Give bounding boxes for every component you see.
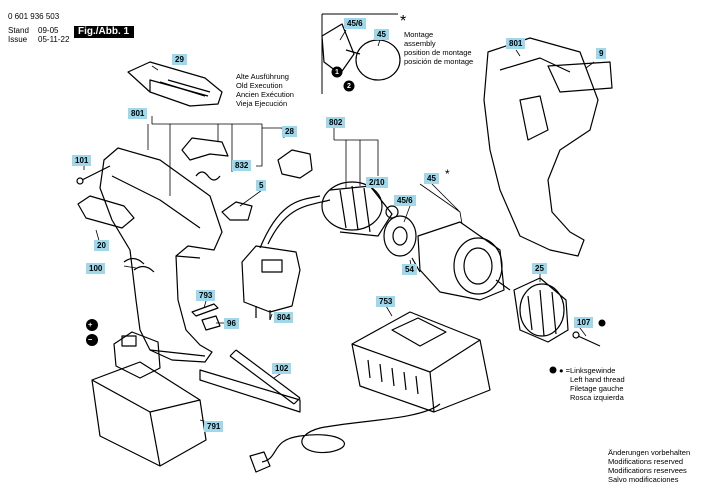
left-hand-symbol: ● = <box>559 366 570 375</box>
part-label-802: 802 <box>326 117 346 128</box>
old-version-line-3: Ancien Exécution <box>236 90 294 99</box>
motor-part <box>321 181 399 237</box>
assembly-line-2: assembly <box>404 39 436 48</box>
part-label-753: 753 <box>376 296 396 307</box>
part-label-832: 832 <box>232 160 252 171</box>
spring-part <box>195 171 221 181</box>
assembly-line-1: Montage <box>404 30 434 39</box>
date-top: 09-05 <box>38 26 59 35</box>
minus-terminal-icon <box>86 334 98 346</box>
part-label-791: 791 <box>204 421 224 432</box>
chuck-part <box>513 277 569 343</box>
plug <box>249 451 271 473</box>
part-label-2-10: 2/10 <box>366 177 388 188</box>
battery-cover-part <box>127 61 223 107</box>
plus-sign: + <box>88 320 93 329</box>
screw-107-part <box>572 331 601 347</box>
inset-frame <box>321 13 398 94</box>
footer-line-2: Modifications reserved <box>608 457 684 466</box>
part-label-793: 793 <box>196 290 216 301</box>
part-label-28: 28 <box>282 126 297 137</box>
part-label-45-6: 45/6 <box>394 195 416 206</box>
old-version-line-4: Vieja Ejecución <box>236 99 288 108</box>
housing-right-part <box>483 37 613 257</box>
part-label-25: 25 <box>532 263 547 274</box>
part-45-star: * <box>445 167 450 181</box>
callout-2: 2 <box>347 83 351 90</box>
switch-part <box>241 245 301 320</box>
gearbox-part <box>417 221 511 301</box>
part-label-100: 100 <box>86 263 106 274</box>
assembly-line-4: posición de montage <box>404 57 474 66</box>
leader-lines <box>83 29 595 426</box>
part-96 <box>201 315 221 331</box>
part-label-29: 29 <box>172 54 187 65</box>
callout-2-icon <box>343 80 355 92</box>
wires <box>123 195 331 273</box>
gear-plate-part <box>383 215 417 257</box>
part-label-801-left: 801 <box>128 108 148 119</box>
part-label-45-top: 45 <box>374 29 389 40</box>
callout-1-icon <box>331 66 343 78</box>
charger-part <box>351 311 491 413</box>
footer-line-1: Änderungen vorbehalten <box>608 448 691 457</box>
issue-label: Issue <box>8 35 28 44</box>
clip-part <box>181 137 229 161</box>
footer-line-4: Salvo modificaciones <box>608 475 679 484</box>
date-bottom: 05-11-22 <box>38 35 70 44</box>
part-label-101: 101 <box>72 155 92 166</box>
stand-label: Stand <box>8 26 29 35</box>
housing-left-part <box>99 147 223 363</box>
screw-101-part <box>76 165 111 185</box>
outline-102 <box>199 369 301 413</box>
handle-pad-part <box>77 195 135 229</box>
part-label-45-6-top: 45/6 <box>344 18 366 29</box>
part-label-54: 54 <box>402 264 417 275</box>
part-label-107: 107 <box>574 317 594 328</box>
part-label-804: 804 <box>274 312 294 323</box>
part-label-5: 5 <box>256 180 267 191</box>
left-hand-line-4: Rosca izquierda <box>570 393 624 402</box>
brush-holder-part <box>277 149 313 179</box>
part-label-801-right: 801 <box>506 38 526 49</box>
part-label-20: 20 <box>94 240 109 251</box>
figure-title: Fig./Abb. 1 <box>74 26 134 38</box>
callout-1: 1 <box>335 69 339 76</box>
part-label-45: 45 <box>424 173 439 184</box>
part-label-96: 96 <box>224 318 239 329</box>
left-hand-line-3: Filetage gauche <box>570 384 624 393</box>
footer-line-3: Modifications reservees <box>608 466 687 475</box>
assembly-line-3: position de montage <box>404 48 472 57</box>
old-version-line-1: Alte Ausführung <box>236 72 289 81</box>
left-hand-dot-107 <box>598 319 606 327</box>
part-number: 0 601 936 503 <box>8 12 60 21</box>
battery-part <box>91 331 207 467</box>
minus-sign: − <box>88 335 93 344</box>
part-label-9: 9 <box>596 48 607 59</box>
connector-part <box>221 201 253 221</box>
left-hand-line-2: Left hand thread <box>570 375 625 384</box>
inset-assembly <box>321 23 401 81</box>
old-version-line-2: Old Execution <box>236 81 283 90</box>
left-hand-dot-legend <box>549 366 557 374</box>
power-cord <box>261 403 441 463</box>
assembly-star: * <box>400 13 407 30</box>
part-label-102: 102 <box>272 363 292 374</box>
plus-terminal-icon <box>86 319 98 331</box>
part-793 <box>191 303 219 317</box>
left-hand-line-1: Linksgewinde <box>570 366 616 375</box>
strap-part <box>229 349 301 405</box>
